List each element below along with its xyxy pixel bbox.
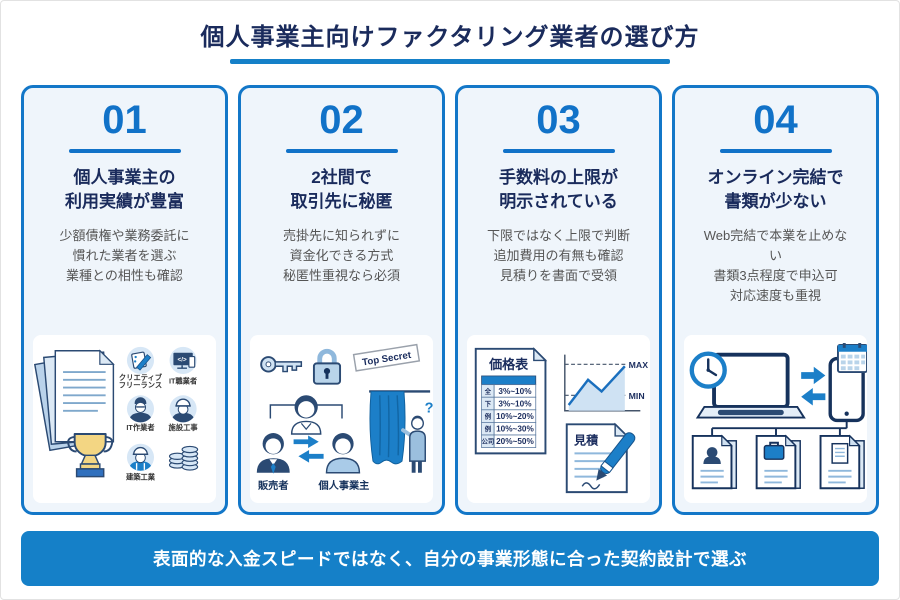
svg-text:</>: </> (177, 356, 186, 363)
sync-arrows-icon (800, 366, 825, 405)
document-stack-icon (33, 348, 115, 451)
card-02: 02 2社間で 取引先に秘匿 売掛先に知られずに 資金化できる方式 秘匿性重視な… (238, 85, 445, 515)
card-03-number: 03 (536, 98, 581, 142)
briefcase-document-icon (755, 434, 801, 489)
svg-text:3%~10%: 3%~10% (498, 386, 532, 395)
label-it-pro: IT職業者 (168, 376, 196, 385)
question-mark: ? (424, 400, 432, 416)
card-03-title: 手数料の上限が 明示されている (499, 168, 618, 211)
pen-icon (126, 346, 154, 374)
card-01-desc: 少額債権や業務委託に 慣れた業者を選ぶ 業種との相性も確認 (59, 227, 190, 283)
card-01-illustration: </> クリエティブ フリーランス IT職業者 (33, 346, 198, 481)
card-04-number: 04 (753, 98, 798, 142)
top-secret-tag: Top Secret (352, 343, 420, 372)
monitor-code-icon: </> (169, 346, 197, 374)
peeking-person-icon: ? (400, 400, 433, 473)
chart-min-label: MIN (628, 391, 644, 401)
footer-banner: 表面的な入金スピードではなく、自分の事業形態に合った契約設計で選ぶ (21, 531, 879, 586)
label-creative-2: フリーランス (118, 380, 161, 389)
svg-text:下: 下 (484, 399, 491, 407)
connector-lines (710, 419, 848, 436)
sole-proprietor-person (325, 432, 360, 473)
label-it-worker: IT作業者 (126, 423, 154, 432)
text-document-icon (819, 434, 865, 489)
quote-label: 見積 (573, 432, 599, 447)
label-seller: 販売者 (258, 479, 288, 492)
chart-max-label: MAX (628, 360, 648, 370)
svg-text:10%~20%: 10%~20% (496, 412, 534, 421)
card-03: 03 手数料の上限が 明示されている 下限ではなく上限で判断 追加費用の有無も確… (455, 85, 662, 515)
card-03-divider (502, 149, 615, 153)
svg-text:例: 例 (484, 411, 490, 420)
card-01-illustration-panel: </> クリエティブ フリーランス IT職業者 (33, 335, 216, 503)
coins-icon (168, 445, 198, 471)
card-04-divider (719, 149, 832, 153)
svg-text:例: 例 (484, 424, 490, 433)
calendar-icon (836, 342, 867, 373)
label-construction: 建築工業 (125, 472, 155, 481)
curtain-icon (368, 389, 430, 464)
page-title: 個人事業主向けファクタリング業者の選び方 (200, 24, 700, 51)
seller-man (256, 432, 290, 474)
person-document-icon (691, 434, 737, 489)
page-header: 個人事業主向けファクタリング業者の選び方 (1, 1, 899, 64)
price-table-title: 価格表 (488, 357, 529, 372)
card-02-illustration: Top Secret (256, 343, 433, 492)
key-icon (259, 355, 302, 373)
client-woman (290, 394, 321, 435)
card-02-number: 02 (319, 98, 364, 142)
card-01-number: 01 (102, 98, 147, 142)
card-03-illustration-panel: 価格表 全 下 例 例 公司 (467, 335, 650, 503)
pen-icon (595, 431, 635, 481)
card-01-title: 個人事業主の 利用実績が豊富 (65, 168, 184, 211)
label-facility: 施設工事 (168, 423, 198, 432)
card-04-desc: Web完結で本業を止めない 書類3点程度で申込可 対応速度も重視 (703, 227, 848, 304)
line-chart-icon: MAX MIN (563, 354, 648, 412)
card-04-title: オンライン完結で 書類が少ない (707, 168, 844, 211)
cards-row: 01 個人事業主の 利用実績が豊富 少額債権や業務委託に 慣れた業者を選ぶ 業種… (1, 85, 899, 515)
trophy-icon (66, 432, 113, 477)
svg-text:20%~50%: 20%~50% (496, 437, 534, 446)
people-group-icon (256, 394, 360, 474)
footer-banner-text: 表面的な入金スピードではなく、自分の事業形態に合った契約設計で選ぶ (153, 549, 747, 569)
card-03-desc: 下限ではなく上限で判断 追加費用の有無も確認 見積りを書面で受領 (486, 227, 630, 283)
svg-text:公司: 公司 (481, 437, 494, 445)
price-table-icon: 価格表 全 下 例 例 公司 (474, 346, 547, 454)
card-01-divider (68, 149, 181, 153)
card-01: 01 個人事業主の 利用実績が豊富 少額債権や業務委託に 慣れた業者を選ぶ 業種… (21, 85, 228, 515)
svg-text:3%~10%: 3%~10% (498, 399, 532, 408)
svg-text:全: 全 (483, 386, 491, 395)
sync-arrows-icon (293, 434, 324, 463)
svg-text:10%~30%: 10%~30% (496, 424, 534, 433)
label-sole-proprietor: 個人事業主 (317, 479, 369, 492)
title-underline (230, 59, 670, 64)
card-03-illustration: 価格表 全 下 例 例 公司 (474, 346, 648, 493)
clock-icon (689, 350, 727, 389)
card-02-desc: 売掛先に知られずに 資金化できる方式 秘匿性重視なら必須 (282, 227, 400, 283)
label-creative-1: クリエティブ (118, 372, 162, 381)
card-04-illustration (689, 342, 867, 489)
card-02-title: 2社間で 取引先に秘匿 (290, 168, 393, 211)
card-02-divider (285, 149, 398, 153)
card-04-illustration-panel (684, 335, 867, 503)
it-person-icon (126, 394, 154, 422)
construction-worker-icon (126, 443, 154, 471)
card-02-illustration-panel: Top Secret (250, 335, 433, 503)
card-04: 04 オンライン完結で 書類が少ない Web完結で本業を止めない 書類3点程度で… (672, 85, 879, 515)
helmet-person-icon (169, 394, 197, 422)
padlock-icon (312, 348, 341, 385)
